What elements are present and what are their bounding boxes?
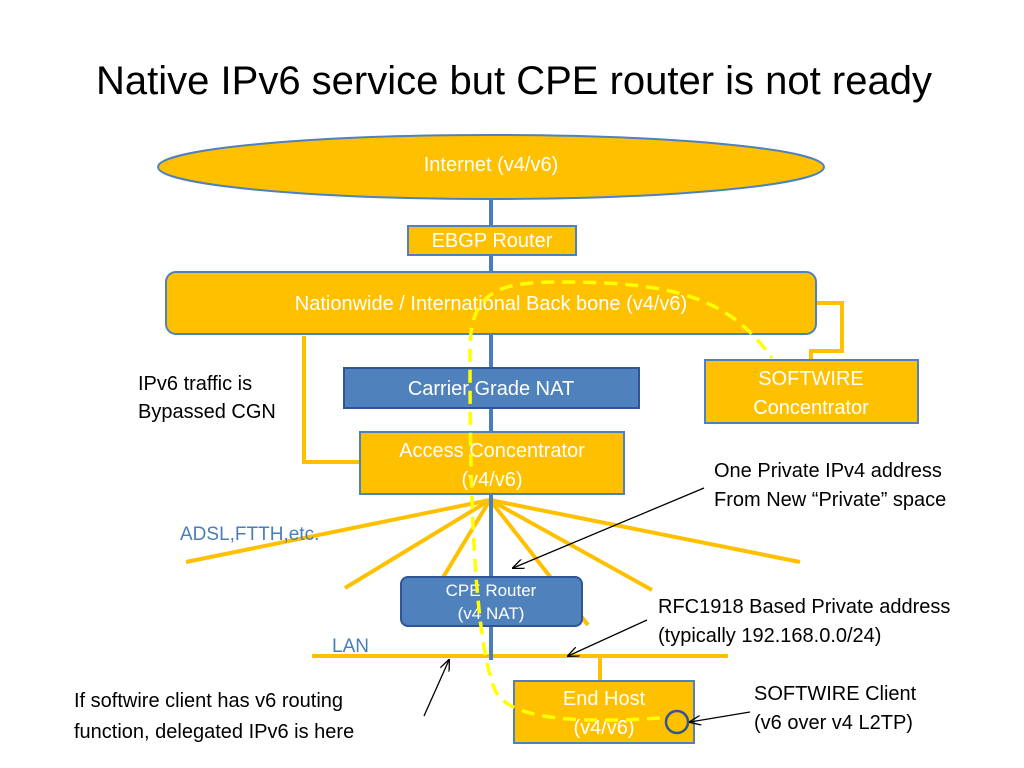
cpe-router-label-1: CPE Router — [446, 581, 537, 600]
softwire-client-note-2: (v6 over v4 L2TP) — [754, 712, 913, 734]
delegated-arrow — [423, 660, 449, 717]
delegated-note-1: If softwire client has v6 routing — [74, 690, 343, 712]
rfc1918-note-1: RFC1918 Based Private address — [658, 596, 950, 618]
access-concentrator-node: Access Concentrator (v4/v6) — [359, 431, 625, 495]
backbone-label: Nationwide / International Back bone (v4… — [295, 293, 687, 315]
end-host-label-2: (v4/v6) — [573, 717, 634, 739]
softwire-concentrator-label-1: SOFTWIRE — [758, 368, 864, 390]
cgn-node: Carrier Grade NAT — [343, 367, 640, 409]
orange-links — [185, 301, 844, 681]
backbone-node: Nationwide / International Back bone (v4… — [165, 271, 817, 335]
ipv6-bypass-note-2: Bypassed CGN — [138, 401, 276, 423]
softwire-concentrator-node: SOFTWIRE Concentrator — [704, 359, 919, 424]
ebgp-router-label: EBGP Router — [432, 230, 553, 252]
ebgp-router-node: EBGP Router — [407, 225, 577, 256]
adsl-fan-line — [343, 498, 492, 590]
rfc1918-note-2: (typically 192.168.0.0/24) — [658, 625, 881, 647]
softwire-tunnel-path — [468, 280, 774, 722]
softwire-backbone-link — [809, 301, 844, 360]
softwire-concentrator-label-2: Concentrator — [753, 397, 869, 419]
cpe-router-label-2: (v4 NAT) — [458, 604, 525, 623]
softwire-client-arrow — [690, 711, 751, 722]
one-private-arrow — [513, 487, 705, 568]
access-concentrator-label-2: (v4/v6) — [461, 469, 522, 491]
rfc1918-arrow — [568, 619, 648, 656]
delegated-note-2: function, delegated IPv6 is here — [74, 721, 354, 743]
softwire-client-circle — [664, 709, 690, 735]
ipv6-bypass-note-1: IPv6 traffic is — [138, 373, 252, 395]
cgn-label: Carrier Grade NAT — [408, 378, 574, 400]
adsl-fan-line — [185, 498, 491, 564]
cgn-bypass-link — [302, 336, 362, 464]
adsl-fan-line — [489, 498, 801, 564]
cpe-router-node: CPE Router (v4 NAT) — [400, 576, 583, 627]
end-host-label-1: End Host — [563, 688, 646, 710]
one-private-note-2: From New “Private” space — [714, 489, 946, 511]
adsl-ftth-label: ADSL,FTTH,etc. — [180, 524, 319, 545]
adsl-fan-line — [489, 498, 653, 592]
access-concentrator-label-1: Access Concentrator — [399, 440, 585, 462]
lan-label: LAN — [332, 636, 369, 657]
internet-label: Internet (v4/v6) — [424, 154, 559, 176]
internet-node: Internet (v4/v6) — [157, 134, 825, 200]
one-private-note-1: One Private IPv4 address — [714, 460, 942, 482]
page-title: Native IPv6 service but CPE router is no… — [96, 59, 932, 103]
softwire-client-note-1: SOFTWIRE Client — [754, 683, 917, 705]
end-host-node: End Host (v4/v6) — [513, 680, 695, 744]
